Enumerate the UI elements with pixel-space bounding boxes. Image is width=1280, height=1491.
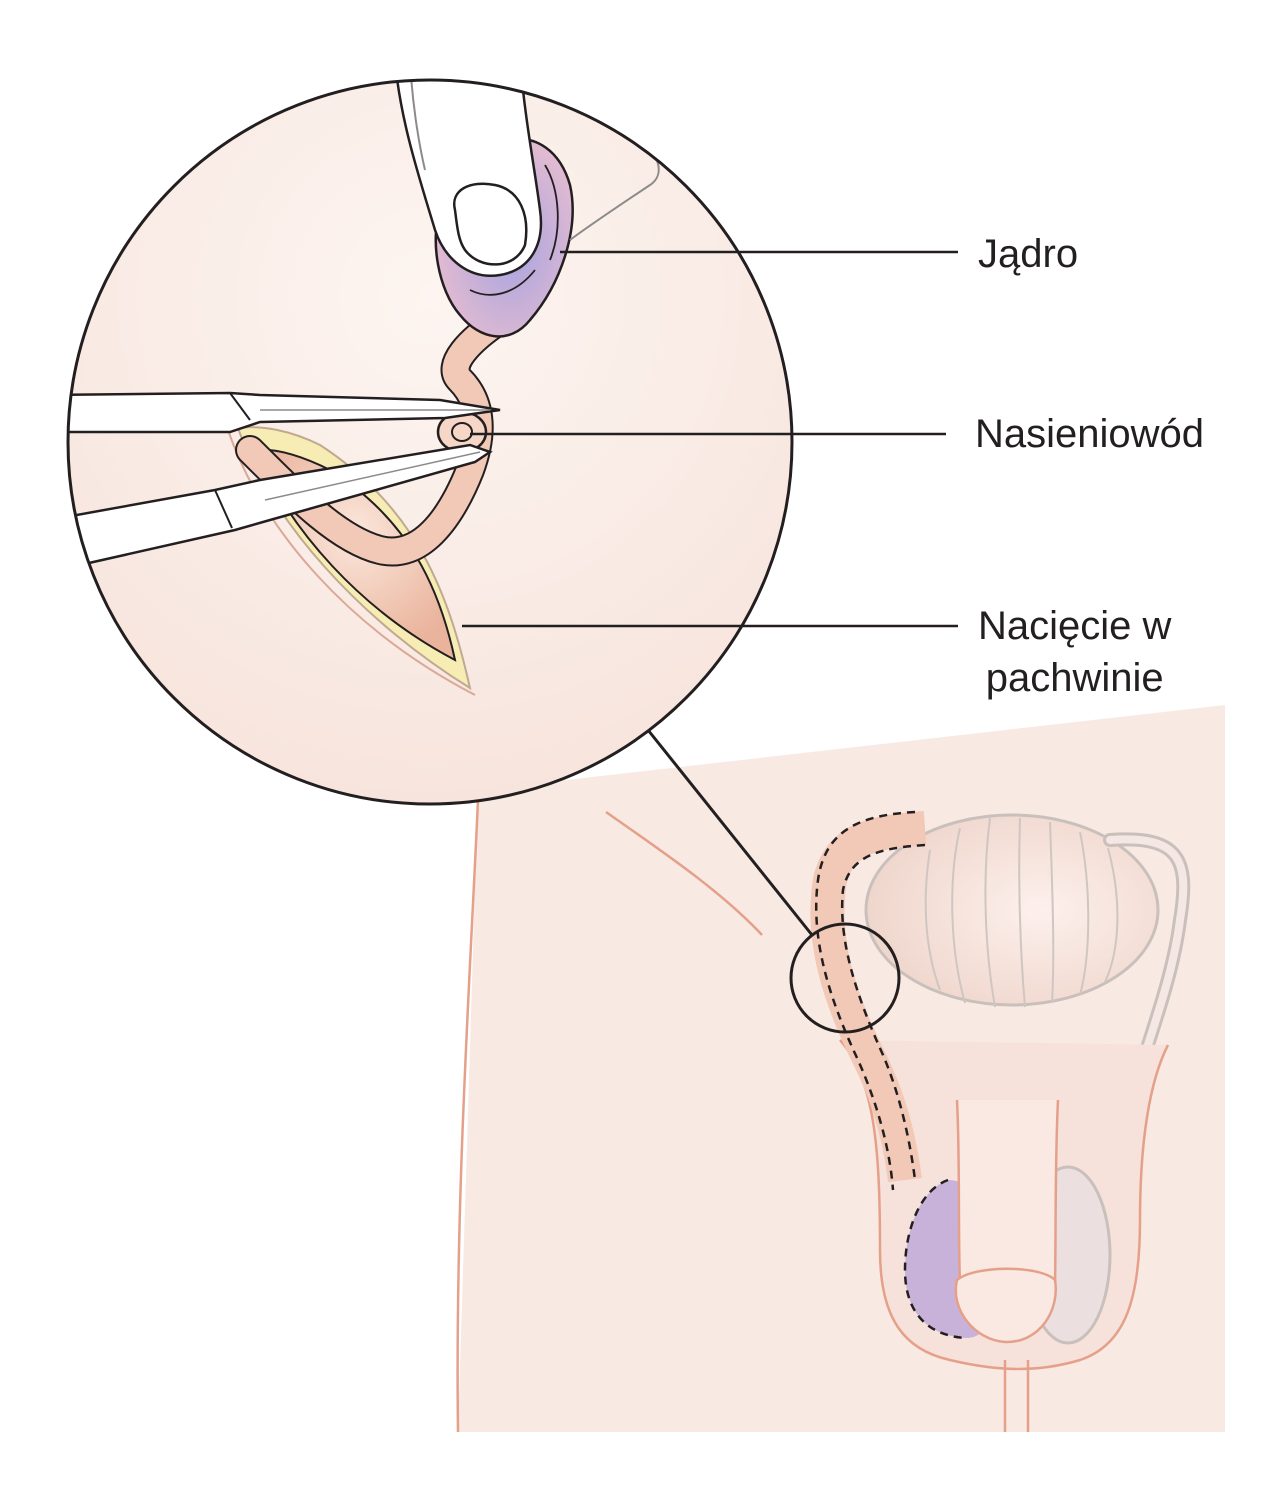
- label-testis: Jądro: [978, 228, 1078, 280]
- body-illustration: [458, 705, 1225, 1432]
- label-groin-incision-line1: Nacięcie w: [978, 600, 1171, 652]
- label-vas-deferens: Nasieniowód: [975, 408, 1204, 460]
- label-groin-incision-line2: pachwinie: [978, 652, 1171, 704]
- penis: [956, 1100, 1058, 1342]
- label-groin-incision: Nacięcie w pachwinie: [978, 600, 1171, 704]
- magnified-view: [40, 60, 792, 804]
